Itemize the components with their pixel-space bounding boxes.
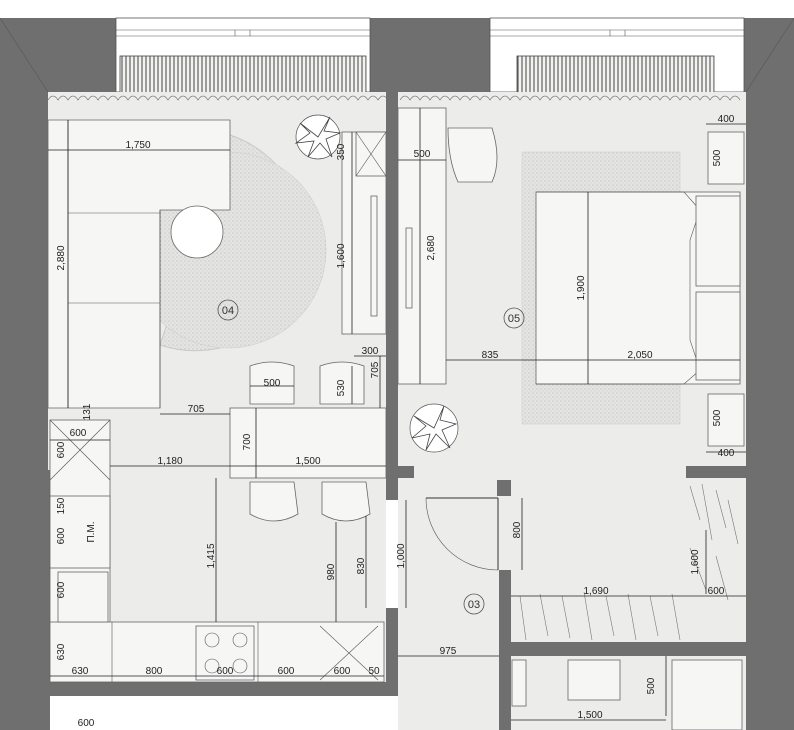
dim-705-v: 705	[370, 361, 381, 378]
dining-table	[229, 407, 387, 479]
wall-right	[746, 18, 794, 730]
wall-bedroom-bottom-left	[398, 466, 414, 478]
dim-50: 50	[368, 666, 380, 677]
wall-partition-lower	[386, 608, 398, 696]
closet-hangers	[519, 483, 739, 641]
wall-top-mid	[370, 18, 490, 92]
room-label-03: 03	[463, 593, 485, 615]
dim-500-nightstand-top: 500	[712, 149, 723, 166]
nightstand-bottom	[707, 393, 745, 447]
dim-1500-bath: 1,500	[577, 710, 602, 721]
dim-1000: 1,000	[396, 543, 407, 568]
dim-1600-closet: 1,600	[690, 549, 701, 574]
dim-1180: 1,180	[157, 456, 182, 467]
wall-hall-stub	[497, 480, 511, 496]
dim-705-h: 705	[188, 404, 205, 415]
dim-2680: 2,680	[426, 235, 437, 260]
radiator-left	[119, 55, 367, 99]
svg-text:03: 03	[468, 599, 480, 611]
dim-630-v: 630	[56, 643, 67, 660]
armchair-bedroom	[447, 127, 498, 183]
dim-600-fridge: 600	[56, 527, 67, 544]
dim-150: 150	[56, 497, 67, 514]
door-entry	[425, 497, 499, 571]
dim-500-chair-top: 500	[414, 149, 431, 160]
pillow-top	[695, 195, 741, 287]
dim-975: 975	[440, 646, 457, 657]
wall-partition-center	[386, 92, 398, 500]
dim-1500-table: 1,500	[295, 456, 320, 467]
bath-sink	[567, 659, 621, 701]
curtain-right	[399, 95, 741, 101]
fridge-label: П.М.	[86, 521, 97, 542]
wall-top-left	[0, 18, 116, 92]
dim-500-bath: 500	[646, 677, 657, 694]
dim-835: 835	[482, 350, 499, 361]
dim-600-b: 600	[278, 666, 295, 677]
sink	[57, 571, 109, 623]
dim-1900: 1,900	[576, 275, 587, 300]
dim-600-sink: 600	[56, 581, 67, 598]
dim-700: 700	[242, 433, 253, 450]
dimension-lines	[48, 108, 746, 721]
cooktop	[195, 625, 255, 681]
dim-2050: 2,050	[627, 350, 652, 361]
dim-1415: 1,415	[206, 543, 217, 568]
dim-600-counter-v: 600	[56, 441, 67, 458]
dim-600-bottom: 600	[78, 718, 95, 729]
bed-blanket	[536, 191, 701, 385]
tv-bedroom	[405, 227, 413, 309]
dim-300: 300	[362, 346, 379, 357]
curtain-left	[47, 95, 389, 101]
svg-text:04: 04	[222, 305, 234, 317]
dim-sofa-length: 2,880	[56, 245, 67, 270]
wall-bedroom-bottom-right	[686, 466, 746, 478]
dining-chair-3	[249, 481, 299, 522]
dim-600-counter-top: 600	[70, 428, 87, 439]
dim-400-top: 400	[718, 114, 735, 125]
dim-sofa-width: 1,750	[125, 140, 150, 151]
plant-bedroom	[409, 403, 459, 453]
floor-closet	[686, 478, 746, 642]
dim-500-chair: 500	[264, 378, 281, 389]
dim-500-nightstand-bottom: 500	[712, 409, 723, 426]
room-label-05: 05	[503, 307, 525, 329]
bath-cabinet	[511, 659, 527, 707]
dim-800-door: 800	[512, 521, 523, 538]
dim-1600-wardrobe: 1,600	[336, 243, 347, 268]
pillow-bottom	[695, 291, 741, 381]
nightstand-top	[707, 131, 745, 185]
room-label-04: 04	[217, 299, 239, 321]
radiator-right	[516, 55, 715, 99]
dim-630: 630	[72, 666, 89, 677]
wall-kitchen-bottom	[40, 682, 398, 696]
plant-top	[294, 114, 342, 160]
dim-400-bottom: 400	[718, 448, 735, 459]
svg-text:05: 05	[508, 313, 520, 325]
dim-600-a: 600	[217, 666, 234, 677]
dim-600-c: 600	[334, 666, 351, 677]
dim-830: 830	[356, 557, 367, 574]
bathtub	[671, 659, 743, 730]
dining-chair-1	[249, 361, 295, 405]
coffee-table	[170, 205, 224, 259]
dim-600-closet: 600	[708, 586, 725, 597]
dim-131: 131	[82, 403, 93, 420]
fridge	[49, 495, 111, 569]
dining-chair-4	[321, 481, 371, 522]
wall-bath-top	[499, 642, 746, 656]
tv-living	[370, 195, 378, 317]
dim-530: 530	[336, 379, 347, 396]
wall-left-lower	[40, 470, 50, 730]
dim-1690: 1,690	[583, 586, 608, 597]
dim-350: 350	[336, 143, 347, 160]
dining-chair-2	[319, 361, 365, 405]
dim-800-counter: 800	[146, 666, 163, 677]
dim-980: 980	[326, 563, 337, 580]
